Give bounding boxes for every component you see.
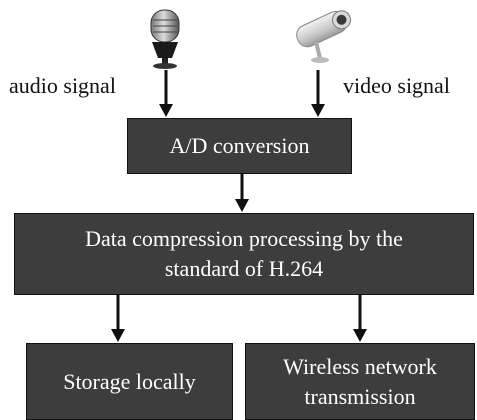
node-ad-conversion: A/D conversion <box>127 118 352 174</box>
node-compression-label-line2: standard of H.264 <box>164 256 324 281</box>
node-compression: Data compression processing by the stand… <box>14 213 474 295</box>
audio-signal-label: audio signal <box>9 73 116 98</box>
node-wireless-label-line1: Wireless network <box>283 353 437 379</box>
node-storage-locally: Storage locally <box>26 343 233 420</box>
video-signal-label: video signal <box>343 73 450 98</box>
node-compression-label-line1: Data compression processing by the <box>85 226 403 251</box>
node-ad-conversion-label: A/D conversion <box>169 133 310 158</box>
node-wireless-transmission: Wireless network transmission <box>245 343 475 420</box>
node-storage-label: Storage locally <box>63 368 196 394</box>
node-wireless-label-line2: transmission <box>304 383 416 409</box>
